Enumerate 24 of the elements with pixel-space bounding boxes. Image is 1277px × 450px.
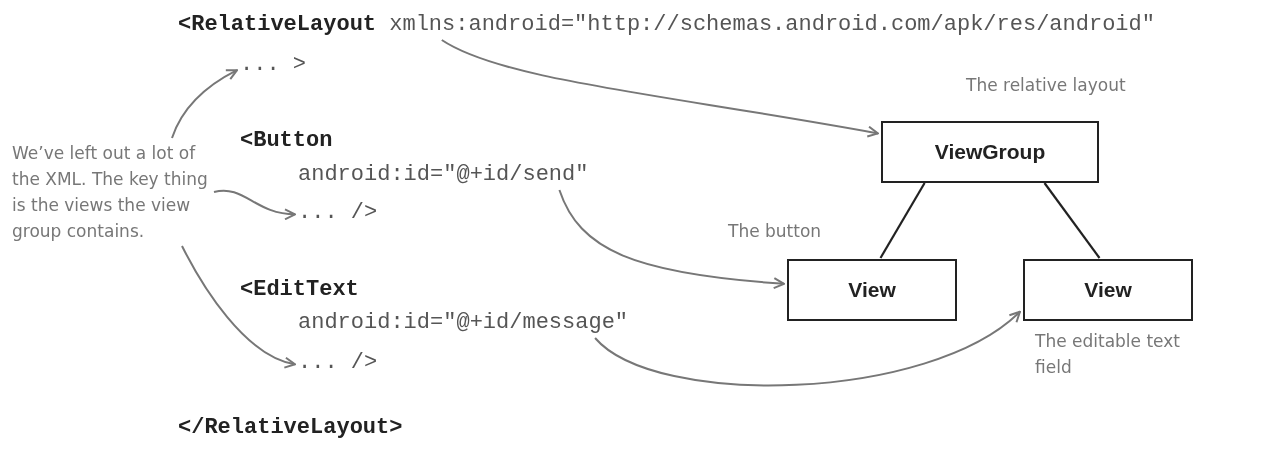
connector-line: [879, 182, 926, 259]
arrow: [440, 39, 879, 138]
arrow: [558, 189, 785, 289]
arrow: [213, 189, 296, 220]
arrow: [181, 245, 296, 368]
tree-box: View: [1023, 259, 1193, 321]
code-line: ... />: [298, 200, 378, 226]
code-line: <EditText: [240, 277, 359, 303]
code-line: </RelativeLayout>: [178, 415, 403, 441]
caption-text: The editable text field: [1035, 330, 1181, 379]
tree-box: ViewGroup: [881, 121, 1099, 183]
handwritten-note: We’ve left out a lot of the XML. The key thing is the views the view group contains.: [12, 140, 212, 244]
arrow: [594, 310, 1021, 387]
code-line: android:id="@+id/send": [298, 162, 589, 188]
tree-box: View: [787, 259, 957, 321]
caption-text: The relative layout: [966, 74, 1127, 97]
code-line: android:id="@+id/message": [298, 310, 629, 336]
code-line: <Button: [240, 128, 333, 154]
connector-line: [1043, 182, 1101, 259]
code-line: ... />: [298, 350, 378, 376]
caption-text: The button: [728, 220, 823, 243]
arrow: [171, 69, 238, 139]
code-line: <RelativeLayout xmlns:android="http://schemas.android.com/apk/res/android": [178, 12, 1155, 38]
code-line: ... >: [240, 52, 306, 78]
